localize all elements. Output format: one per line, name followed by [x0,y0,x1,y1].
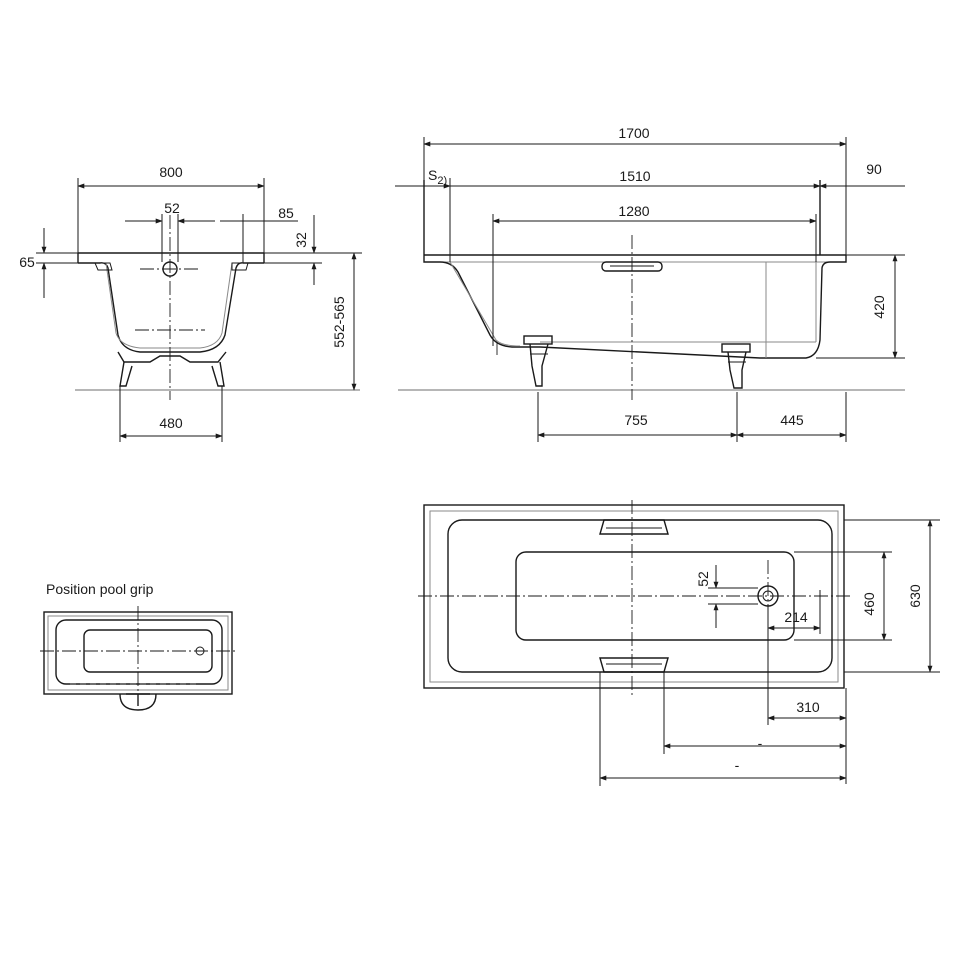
front-view: 800 52 85 32 65 552-565 480 [19,164,362,442]
front-rim-height-label: 32 [293,232,309,248]
top-waste-offset-label: 52 [695,571,711,587]
top-inner-width-label: 460 [861,592,877,616]
side-length-label: 1700 [618,125,649,141]
foot-left [523,335,553,387]
side-view: 1700 S2) 1510 90 1280 420 755 445 [395,125,905,442]
front-rim-label: 85 [278,205,294,221]
side-s-label: S2) [428,167,447,187]
side-bottom-length-label: 1280 [618,203,649,219]
grip-position-panel: Position pool grip [40,581,236,711]
top-waste-from-end-label: 214 [784,609,808,625]
front-width-label: 800 [159,164,183,180]
top-dim-a-label: - [758,735,763,751]
side-overhang-label: 90 [866,161,882,177]
front-feet-label: 480 [159,415,183,431]
side-feet-end-label: 445 [780,412,804,428]
foot-right [721,343,751,389]
top-view: 52 214 460 630 310 - - [418,500,940,786]
top-total-width-label: 630 [907,584,923,608]
front-height-left-label: 65 [19,254,35,270]
top-dim-b-label: - [735,757,740,773]
side-feet-spacing-label: 755 [624,412,648,428]
front-total-height-label: 552-565 [331,296,347,348]
side-inner-length-label: 1510 [619,168,650,184]
top-grip-offset-label: 310 [796,699,820,715]
grip-panel-caption: Position pool grip [46,581,154,597]
front-waste-label: 52 [164,200,180,216]
side-depth-label: 420 [871,295,887,319]
